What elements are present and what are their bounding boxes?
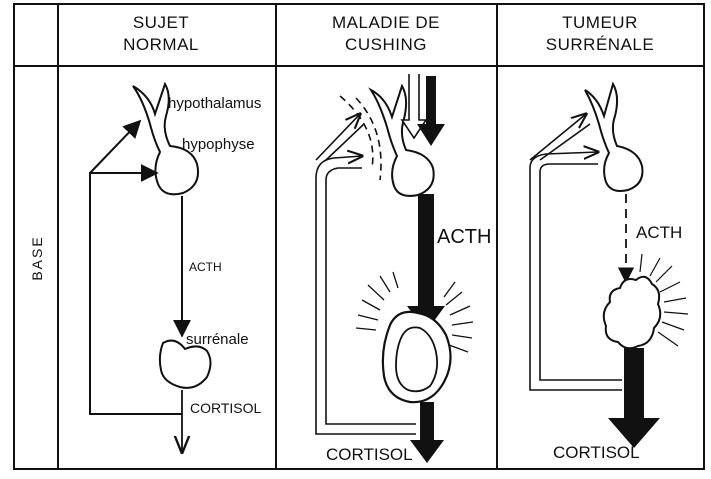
- header-cushing-line1: MALADIE DE: [332, 13, 440, 32]
- normal-surrenale-label: surrénale: [186, 331, 249, 348]
- tumeur-hypothalamus-shape: [585, 84, 642, 191]
- tumeur-panel: ACTH CORTISOL: [530, 84, 688, 462]
- normal-acth-label: ACTH: [189, 260, 222, 274]
- header-cushing-line2: CUSHING: [345, 35, 427, 54]
- cushing-adrenal-inner: [396, 327, 437, 391]
- tumeur-feedback-upper-inner: [540, 124, 590, 160]
- normal-hypothalamus-label: hypothalamus: [168, 95, 261, 112]
- tumeur-acth-label: ACTH: [636, 223, 682, 242]
- cushing-acth-label: ACTH: [437, 226, 491, 248]
- normal-panel: hypothalamus hypophyse ACTH surrénale CO…: [90, 84, 262, 452]
- header-normal-line1: SUJET: [133, 13, 189, 32]
- normal-hypophyse-label: hypophyse: [182, 136, 255, 153]
- header-normal-line2: NORMAL: [123, 35, 199, 54]
- cushing-upper-black-arrow: [417, 76, 445, 146]
- tumeur-feedback-outer: [530, 152, 622, 390]
- row-label-base: BASE: [29, 235, 45, 280]
- tumeur-cortisol-label: CORTISOL: [553, 443, 640, 462]
- header-tumeur-line1: TUMEUR: [562, 13, 638, 32]
- cushing-panel: ACTH CORTISOL: [316, 74, 491, 464]
- normal-cortisol-label: CORTISOL: [190, 400, 262, 416]
- tumeur-cortisol-arrow: [608, 348, 660, 448]
- header-tumeur-line2: SURRÉNALE: [546, 35, 654, 54]
- normal-feedback-to-hypothalamus: [90, 121, 140, 173]
- tumeur-feedback-inner: [540, 164, 622, 380]
- cushing-cortisol-arrow: [410, 402, 444, 463]
- tumeur-adrenal-mass: [604, 277, 661, 348]
- cushing-cortisol-label: CORTISOL: [326, 445, 413, 464]
- table-frame: [14, 4, 704, 469]
- cushing-feedback-upper: [316, 114, 360, 160]
